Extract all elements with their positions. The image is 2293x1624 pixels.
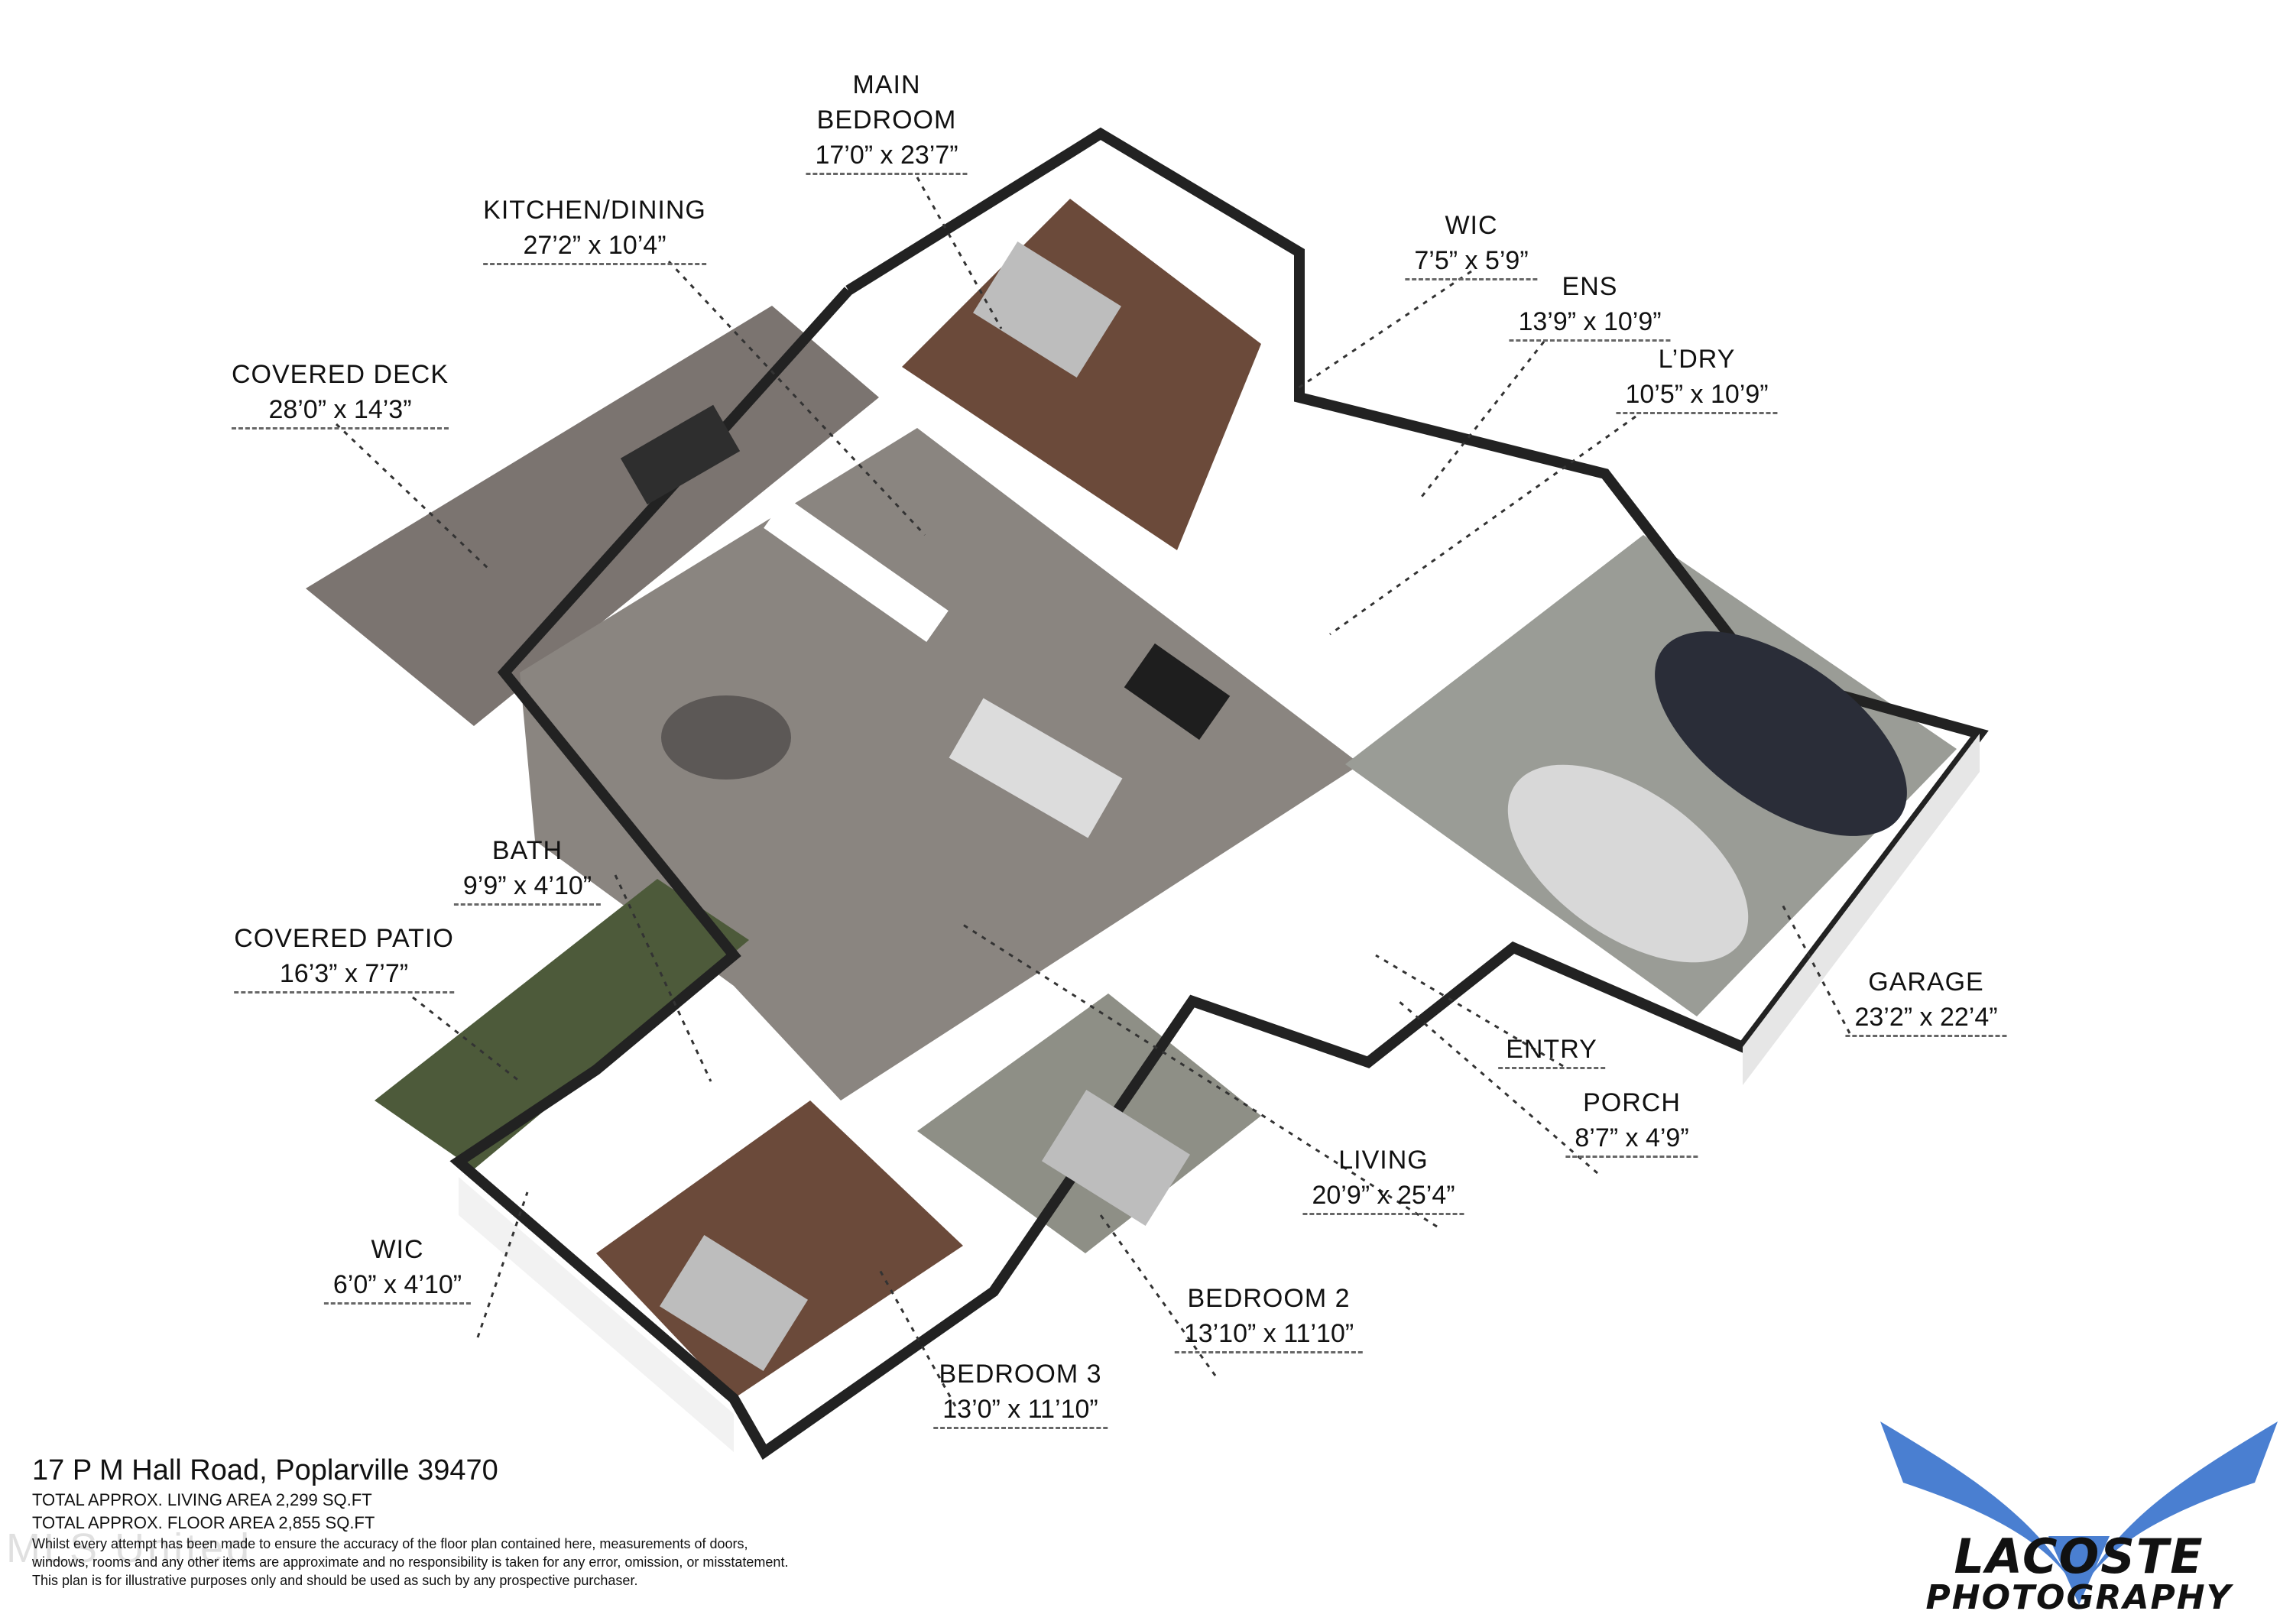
garage-name: GARAGE [1868,968,1984,997]
address: 17 P M Hall Road, Poplarville 39470 [32,1454,498,1486]
label-wic-bed3: WIC 6’0” x 4’10” [323,1232,472,1305]
watermark: MLS United [6,1525,253,1571]
label-covered-patio: COVERED PATIO 16’3” x 7’7” [234,921,454,994]
main-bedroom-name-2: BEDROOM [816,105,957,135]
label-laundry: L’DRY 10’5” x 10’9” [1616,342,1778,414]
bath-name: BATH [491,836,563,865]
label-bedroom3: BEDROOM 3 13’0” x 11’10” [933,1357,1108,1429]
deck-table [620,404,741,505]
label-main-bedroom: MAIN BEDROOM 17’0” x 23’7” [806,67,968,175]
label-entry: ENTRY [1498,1032,1605,1069]
bed-2 [1042,1089,1190,1227]
garage-dims: 23’2” x 22’4” [1845,1000,2007,1037]
label-bath: BATH 9’9” x 4’10” [453,833,602,906]
ens-dims: 13’9” x 10’9” [1509,304,1671,342]
bed-main [973,241,1121,378]
laundry-dims: 10’5” x 10’9” [1616,377,1778,414]
sofa [949,698,1123,838]
main-bedroom-dims: 17’0” x 23’7” [806,138,968,175]
living-name: LIVING [1338,1146,1429,1175]
bedroom3-dims: 13’0” x 11’10” [933,1392,1108,1429]
covered-patio-dims: 16’3” x 7’7” [234,956,454,994]
car-black [1655,631,1907,836]
porch-dims: 8’7” x 4’9” [1565,1120,1698,1158]
covered-patio-name: COVERED PATIO [234,924,454,953]
kitchen-dining-dims: 27’2” x 10’4” [483,228,706,265]
label-garage: GARAGE 23’2” x 22’4” [1845,964,2007,1037]
garage-floor [1345,535,1957,1016]
porch-name: PORCH [1583,1088,1681,1117]
wings-icon [1880,1421,2278,1605]
bedroom3-name: BEDROOM 3 [939,1360,1102,1389]
lacoste-photography-logo: LACOSTE PHOTOGRAPHY [1865,1421,2293,1620]
plan-footer: 17 P M Hall Road, Poplarville 39470 TOTA… [32,1452,788,1590]
wic-bed3-name: WIC [371,1235,424,1264]
label-kitchen-dining: KITCHEN/DINING 27’2” x 10’4” [483,193,706,265]
covered-patio-floor [375,879,749,1169]
disclaimer-line-2: windows, rooms and any other items are a… [32,1554,789,1570]
disclaimer-line-1: Whilst every attempt has been made to en… [32,1536,748,1551]
covered-deck-name: COVERED DECK [231,360,449,389]
kitchen-counter [764,496,949,643]
label-wic-main: WIC 7’5” x 5’9” [1405,208,1538,280]
label-bedroom2: BEDROOM 2 13’10” x 11’10” [1174,1281,1364,1353]
living-area: TOTAL APPROX. LIVING AREA 2,299 SQ.FT [32,1490,372,1509]
laundry-name: L’DRY [1658,345,1736,374]
wic-main-name: WIC [1445,211,1498,240]
disclaimer-line-3: This plan is for illustrative purposes o… [32,1573,638,1588]
outer-walls [449,127,1989,1460]
leader-lines [335,177,1851,1407]
bath-dims: 9’9” x 4’10” [453,868,602,906]
wic-main-dims: 7’5” x 5’9” [1405,243,1538,280]
label-porch: PORCH 8’7” x 4’9” [1565,1085,1698,1158]
entry-name: ENTRY [1498,1032,1605,1069]
covered-deck-dims: 28’0” x 14’3” [231,392,449,430]
label-living: LIVING 20’9” x 25’4” [1302,1143,1464,1215]
label-ens: ENS 13’9” x 10’9” [1509,269,1671,342]
dining-table [661,695,791,780]
logo-line-2: PHOTOGRAPHY [1925,1578,2233,1617]
bedroom2-dims: 13’10” x 11’10” [1174,1316,1364,1353]
wic-bed3-dims: 6’0” x 4’10” [323,1267,472,1305]
wall-face-right [1743,734,1980,1085]
car-white [1507,764,1749,963]
kitchen-dining-name: KITCHEN/DINING [483,196,706,225]
bedroom3-floor [596,1100,963,1399]
main-bedroom-name-1: MAIN [852,70,921,99]
bedroom2-name: BEDROOM 2 [1187,1284,1351,1313]
floor-area: TOTAL APPROX. FLOOR AREA 2,855 SQ.FT [32,1513,375,1532]
bed-3 [660,1234,808,1372]
ens-name: ENS [1562,272,1618,301]
label-covered-deck: COVERED DECK 28’0” x 14’3” [231,357,449,430]
wall-face-front [459,1177,734,1452]
fireplace [1124,643,1231,741]
logo-line-1: LACOSTE [1954,1528,2204,1584]
living-dims: 20’9” x 25’4” [1302,1178,1464,1215]
